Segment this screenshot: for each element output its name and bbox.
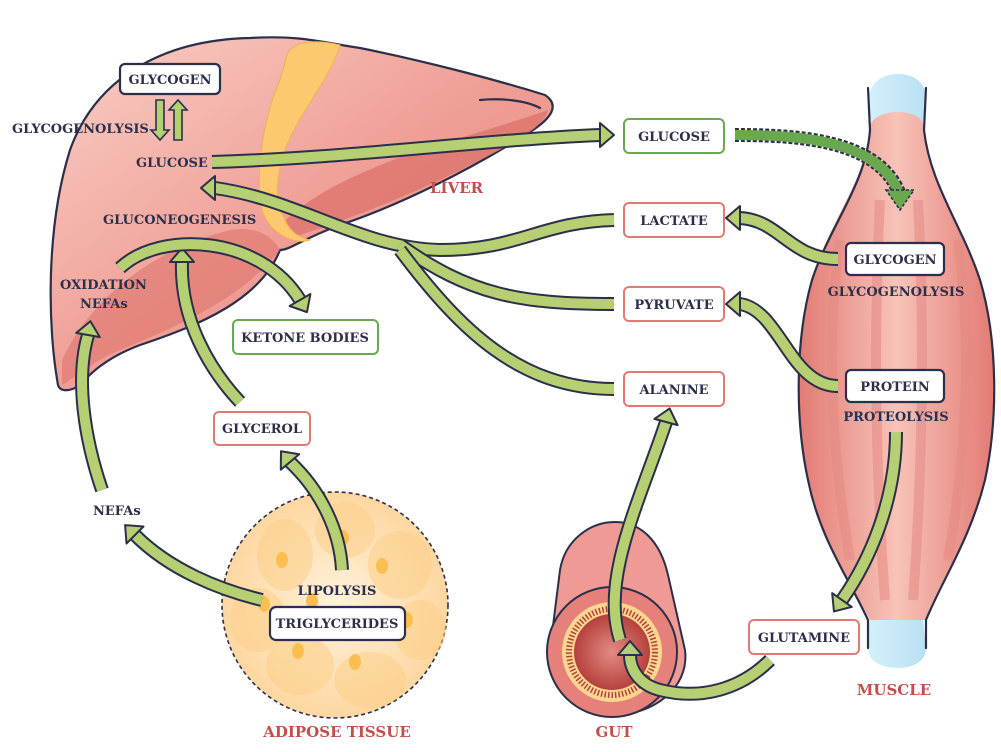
arrow-shape	[167, 98, 189, 141]
muscle-glycogen-to-lactate-arrow	[725, 205, 839, 266]
adipose-title: ADIPOSE TISSUE	[262, 723, 411, 741]
lipolysis-label: LIPOLYSIS	[298, 584, 377, 599]
muscle-glycogenolysis-label: GLYCOGENOLYSIS	[828, 285, 965, 300]
arrow-body	[214, 183, 615, 255]
glutamine-label: GLUTAMINE	[758, 631, 850, 646]
arrowhead-icon	[279, 450, 301, 471]
arrow-layer	[75, 98, 903, 701]
alanine-label: ALANINE	[638, 383, 708, 398]
gut-title: GUT	[595, 723, 633, 741]
lipolysis-to-glycerol-arrow	[279, 450, 349, 571]
pyruvate-to-liver-arrow	[395, 239, 615, 311]
glycerol-box	[213, 411, 311, 446]
arrowhead-icon	[617, 640, 643, 656]
arrow-body	[176, 261, 244, 406]
arrow-body	[625, 654, 774, 699]
arrow-body	[77, 333, 107, 492]
alanine-to-liver-arrow	[394, 245, 615, 396]
arrowhead-icon	[599, 122, 615, 148]
protein-label: PROTEIN	[860, 380, 930, 395]
arrow-body	[739, 213, 839, 264]
glutamine-box	[748, 619, 860, 655]
glycerol-label: GLYCEROL	[222, 422, 302, 437]
arrow-body	[609, 420, 671, 642]
arrowhead-icon	[725, 205, 741, 231]
liver-glycogen-label: GLYCOGEN	[128, 73, 211, 88]
glycerol-to-gluconeogenesis-arrow	[169, 247, 246, 407]
nefas-to-oxidation-arrow	[75, 320, 109, 493]
muscle-outline-left	[797, 86, 872, 650]
arrowhead-icon	[124, 524, 145, 545]
arrowhead-icon	[169, 247, 195, 263]
liver-fold-line	[478, 98, 542, 110]
muscle-belly	[798, 112, 995, 620]
muscle-glycogen-box	[844, 241, 946, 277]
triglycerides-to-nefas-arrow	[124, 524, 264, 607]
oxidation-to-ketone-arrow	[115, 237, 312, 314]
arrowhead-icon	[200, 175, 216, 201]
arrow-body	[837, 431, 901, 603]
liver-glycogenolysis-label: GLYCOGENOLYSIS	[12, 122, 149, 137]
liver-glycogen-box	[118, 62, 222, 96]
arrowhead-icon	[75, 320, 101, 339]
arrowhead-icon	[653, 407, 679, 427]
alanine-box	[623, 371, 725, 407]
glucose-to-muscle-dashed-arrow	[734, 128, 916, 212]
arrow-body	[396, 246, 615, 394]
protein-to-pyruvate-arrow	[725, 291, 839, 393]
muscle-outline-right	[922, 86, 996, 650]
gluconeogenesis-label: GLUCONEOGENESIS	[103, 213, 256, 228]
gallbladder	[258, 41, 341, 242]
ketone-bodies-box	[232, 319, 379, 355]
arrow-shape	[149, 99, 171, 142]
protein-box	[844, 368, 946, 404]
center-glucose-label: GLUCOSE	[638, 130, 710, 145]
glycogen-to-glucose-down-arrow	[149, 99, 171, 142]
muscle-glycogen-label: GLYCOGEN	[853, 253, 936, 268]
triglycerides-label: TRIGLYCERIDES	[276, 617, 399, 632]
arrow-body	[211, 130, 601, 167]
arrow-body	[116, 239, 305, 303]
arrowhead-icon	[725, 291, 741, 317]
center-glucose-box	[623, 118, 725, 154]
arrow-body	[131, 531, 264, 605]
oxidation-nefas-label: NEFAs	[80, 297, 128, 312]
ketone-bodies-label: KETONE BODIES	[241, 331, 369, 346]
arrow-body	[738, 299, 839, 391]
lactate-label: LACTATE	[640, 214, 708, 229]
arrow-body	[286, 458, 347, 571]
lactate-box	[623, 202, 725, 238]
arrow-body	[397, 240, 615, 309]
gut-to-alanine-arrow	[607, 407, 679, 643]
lactate-to-liver-glucose-arrow	[200, 175, 615, 257]
proteolysis-to-glutamine-arrow	[831, 431, 903, 613]
liver-glucose-to-center-glucose-arrow	[211, 122, 615, 169]
arrowhead-icon	[288, 293, 312, 314]
glutamine-to-gut-arrow	[617, 640, 775, 701]
glucose-to-glycogen-up-arrow	[167, 98, 189, 141]
adipose-organ	[221, 491, 449, 719]
liver-glucose-label: GLUCOSE	[136, 156, 208, 171]
proteolysis-label: PROTEOLYSIS	[843, 410, 948, 425]
oxidation-label: OXIDATION	[60, 278, 147, 293]
nefas-label: NEFAs	[93, 504, 141, 519]
pyruvate-box	[623, 286, 725, 322]
gut-villi	[566, 606, 658, 698]
muscle-tendon-bottom	[868, 610, 926, 668]
arrowhead-icon	[831, 592, 853, 613]
liver-title: LIVER	[430, 179, 484, 197]
triglycerides-box	[268, 605, 407, 642]
pyruvate-label: PYRUVATE	[634, 298, 713, 313]
muscle-title: MUSCLE	[857, 681, 931, 699]
liver-lower-shade	[62, 229, 280, 385]
